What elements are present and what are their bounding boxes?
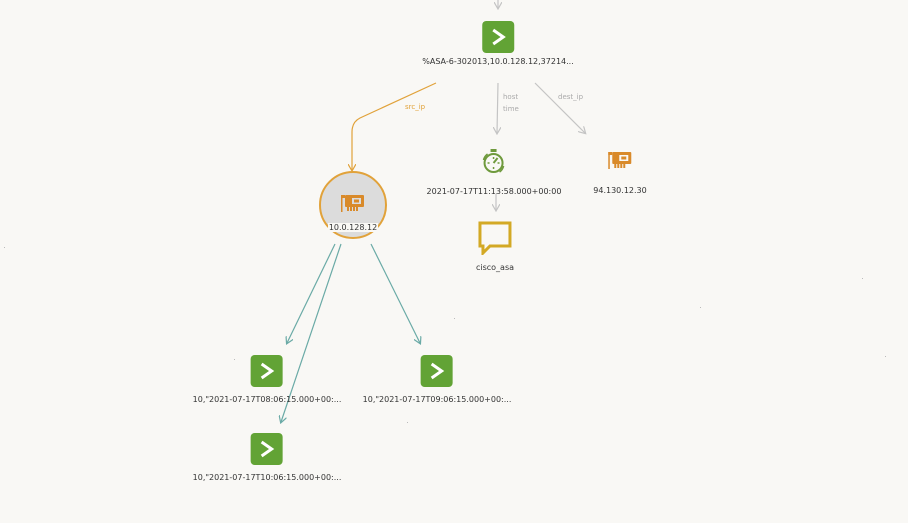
time-node-label: 2021-07-17T11:13:58.000+00:00 [426, 187, 562, 196]
dest-ip-node[interactable]: 94.130.12.30 [593, 148, 647, 195]
edge-src-child-3[interactable] [281, 243, 342, 422]
chevron-right-icon [250, 433, 283, 465]
edge-label-dest-ip: dest_ip [558, 93, 584, 101]
edge-dest-ip[interactable] [534, 82, 585, 133]
child-event-node[interactable]: 10,"2021-07-17T08:06:15.000+00:... [192, 355, 342, 404]
canvas-speck [454, 318, 455, 319]
edge-host-time[interactable] [497, 82, 498, 133]
dest-ip-node-label: 94.130.12.30 [593, 186, 647, 195]
canvas-speck [407, 422, 408, 423]
child-event-node-label: 10,"2021-07-17T10:06:15.000+00:... [192, 473, 342, 482]
edge-label-time: time [503, 105, 519, 113]
time-node[interactable]: 2021-07-17T11:13:58.000+00:00 [426, 148, 562, 196]
child-event-node[interactable]: 10,"2021-07-17T10:06:15.000+00:... [192, 433, 342, 482]
canvas-speck [4, 247, 5, 248]
src-ip-node[interactable]: 10.0.128.12 [319, 171, 387, 239]
edge-src-child-2[interactable] [370, 243, 420, 343]
edge-src-child-1[interactable] [287, 243, 336, 343]
chevron-right-icon [250, 355, 283, 387]
stopwatch-icon [481, 148, 507, 178]
child-event-node-label: 10,"2021-07-17T08:06:15.000+00:... [192, 395, 342, 404]
edge-label-src-ip: src_ip [405, 103, 426, 111]
chevron-right-icon [420, 355, 453, 387]
network-card-icon [340, 192, 366, 218]
canvas-speck [862, 278, 863, 279]
canvas-speck [700, 307, 701, 308]
edge-src-ip[interactable] [352, 82, 437, 170]
event-node-label: %ASA-6-302013,10.0.128.12,37214... [422, 57, 574, 66]
edge-label-host: host [503, 93, 518, 101]
child-event-node-label: 10,"2021-07-17T09:06:15.000+00:... [362, 395, 512, 404]
canvas-speck [234, 359, 235, 360]
host-node[interactable]: cisco_asa [476, 221, 514, 272]
speech-bubble-icon [478, 221, 512, 259]
network-card-icon [607, 148, 633, 176]
host-node-label: cisco_asa [475, 263, 515, 272]
chevron-right-icon [481, 21, 514, 53]
canvas-speck [885, 356, 886, 357]
child-event-node[interactable]: 10,"2021-07-17T09:06:15.000+00:... [362, 355, 512, 404]
src-ip-node-label: 10.0.128.12 [327, 223, 379, 232]
event-node[interactable]: %ASA-6-302013,10.0.128.12,37214... [422, 21, 574, 66]
